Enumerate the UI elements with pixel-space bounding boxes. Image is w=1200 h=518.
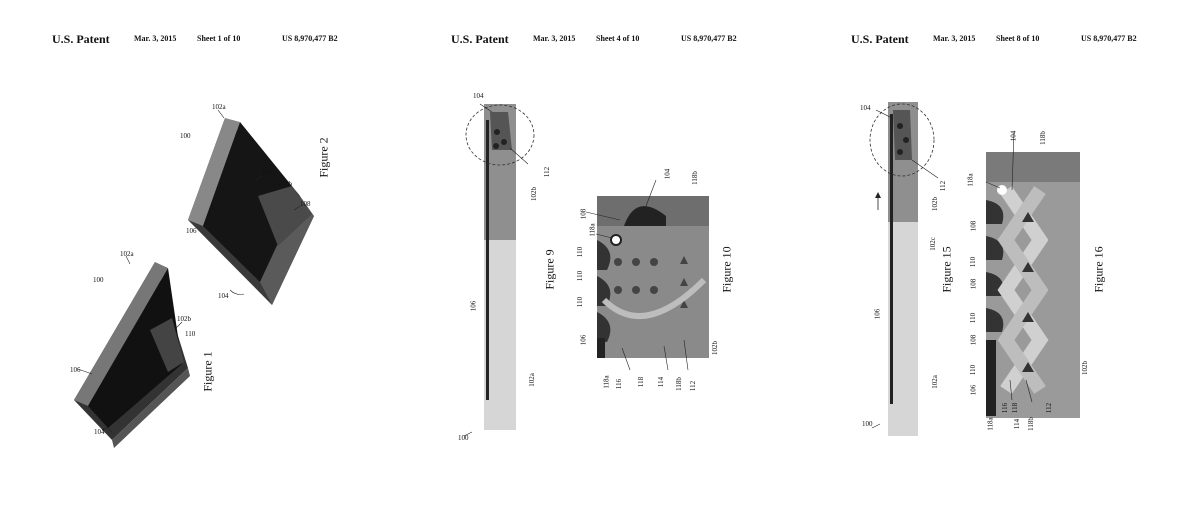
leader-lines	[77, 109, 301, 433]
strip-figure-15	[869, 102, 935, 436]
strip-figure-9	[465, 104, 535, 430]
ref-110: 110	[969, 364, 978, 376]
patent-sheet-3: U.S. Patent Mar. 3, 2015 Sheet 8 of 10 U…	[800, 0, 1200, 518]
ref-106: 106	[969, 384, 978, 396]
patent-sheet-1: U.S. Patent Mar. 3, 2015 Sheet 1 of 10 U…	[0, 0, 400, 518]
ref-104: 104	[94, 428, 105, 436]
ref-100: 100	[180, 132, 191, 140]
patent-date: Mar. 3, 2015	[134, 34, 177, 43]
ref-104: 104	[218, 292, 229, 300]
patent-title: U.S. Patent	[52, 32, 110, 46]
patent-number: US 8,970,477 B2	[1081, 34, 1137, 43]
ref-108: 108	[969, 278, 978, 290]
ref-102b: 102b	[711, 341, 719, 355]
ref-110: 110	[576, 296, 585, 308]
ref-106: 106	[469, 300, 478, 312]
leader-lines	[463, 103, 689, 437]
ref-100: 100	[458, 434, 469, 442]
ref-102c: 102c	[928, 237, 937, 251]
ref-102b: 102b	[1081, 361, 1089, 375]
ref-114: 114	[657, 376, 666, 388]
ref-108: 108	[969, 220, 978, 232]
sheet-number: Sheet 1 of 10	[197, 34, 241, 43]
figure-2-label: Figure 2	[316, 137, 331, 178]
leader-lines	[871, 109, 1033, 429]
figure-9-10-drawing	[463, 103, 709, 437]
figure-15-16-drawing	[869, 102, 1080, 436]
ref-118a: 118a	[986, 417, 995, 431]
ref-118b: 118b	[690, 171, 699, 185]
ref-108: 108	[579, 208, 588, 220]
ref-118a: 118a	[966, 173, 975, 187]
ref-114: 114	[1013, 418, 1022, 430]
ref-102b: 102b	[530, 187, 538, 201]
sheet-number: Sheet 4 of 10	[596, 34, 640, 43]
ref-118a: 118a	[588, 223, 597, 237]
ref-112: 112	[1045, 402, 1054, 414]
detail-figure-16	[986, 152, 1080, 418]
ref-106: 106	[873, 308, 882, 320]
patent-date: Mar. 3, 2015	[933, 34, 976, 43]
device-figure-2	[188, 118, 314, 305]
ref-110: 110	[185, 330, 196, 338]
sheet-number: Sheet 8 of 10	[996, 34, 1040, 43]
ref-106: 106	[70, 366, 81, 374]
ref-100: 100	[862, 420, 873, 428]
ref-118: 118	[637, 376, 646, 388]
figure-10-label: Figure 10	[719, 246, 734, 293]
ref-102a: 102a	[212, 103, 226, 111]
ref-116: 116	[1001, 402, 1010, 414]
ref-110: 110	[576, 270, 585, 282]
patent-title: U.S. Patent	[451, 32, 509, 46]
ref-108: 108	[969, 334, 978, 346]
ref-110: 110	[969, 256, 978, 268]
figure-15-label: Figure 15	[939, 246, 954, 293]
patent-title: U.S. Patent	[851, 32, 909, 46]
ref-112: 112	[543, 166, 552, 178]
ref-116: 116	[615, 378, 624, 390]
ref-102c: 102c	[262, 168, 276, 176]
ref-102b: 102b	[177, 315, 191, 323]
ref-118b: 118b	[1038, 131, 1047, 145]
patent-number: US 8,970,477 B2	[282, 34, 338, 43]
ref-112: 112	[939, 180, 948, 192]
ref-110: 110	[969, 312, 978, 324]
ref-104: 104	[860, 104, 871, 112]
ref-100: 100	[93, 276, 104, 284]
ref-102b: 102b	[278, 180, 292, 188]
ref-106: 106	[186, 227, 197, 235]
figure-9-label: Figure 9	[542, 249, 557, 290]
ref-108: 108	[300, 200, 311, 208]
patent-date: Mar. 3, 2015	[533, 34, 576, 43]
figure-1-label: Figure 1	[200, 351, 215, 392]
ref-112: 112	[689, 380, 698, 392]
ref-118b: 118b	[1026, 417, 1035, 431]
figure-16-label: Figure 16	[1091, 246, 1106, 293]
figure-1-2-drawing	[74, 109, 314, 448]
ref-118: 118	[1011, 402, 1020, 414]
ref-106: 106	[579, 334, 588, 346]
ref-118a: 118a	[602, 375, 611, 389]
detail-figure-10	[597, 196, 709, 358]
ref-104: 104	[663, 168, 672, 180]
ref-102a: 102a	[527, 373, 536, 387]
ref-104: 104	[1009, 130, 1018, 142]
device-figure-1	[74, 262, 190, 448]
patent-number: US 8,970,477 B2	[681, 34, 737, 43]
ref-102a: 102a	[930, 375, 939, 389]
patent-sheet-2: U.S. Patent Mar. 3, 2015 Sheet 4 of 10 U…	[400, 0, 800, 518]
ref-110: 110	[576, 246, 585, 258]
ref-104: 104	[473, 92, 484, 100]
ref-102b: 102b	[931, 197, 939, 211]
ref-118b: 118b	[674, 377, 683, 391]
ref-102a: 102a	[120, 250, 134, 258]
